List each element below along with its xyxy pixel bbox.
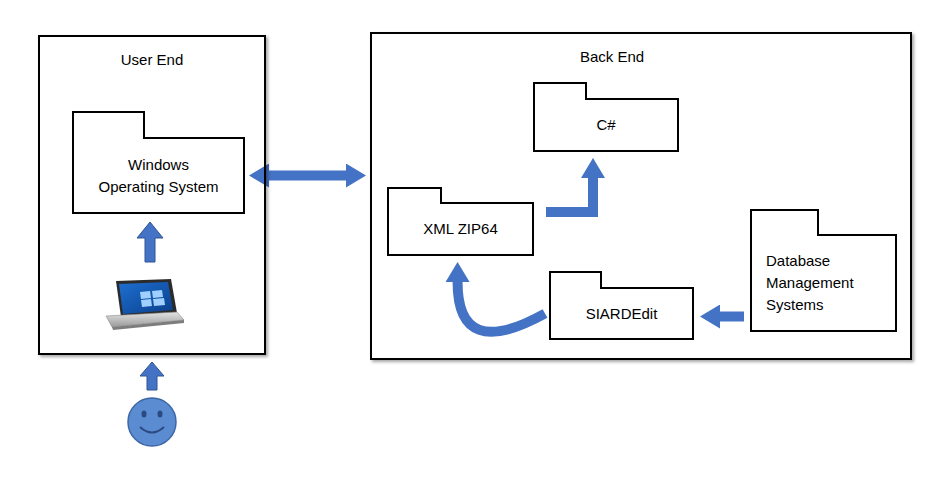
- block-arrow: [140, 362, 164, 390]
- user-smiley: [128, 398, 176, 446]
- package-tab: [533, 82, 587, 100]
- package-tab: [72, 111, 145, 139]
- package-label: XML ZIP64: [423, 218, 497, 240]
- package-box: XML ZIP64: [387, 202, 534, 256]
- block-arrow-connector: [546, 178, 593, 212]
- package-label: Windows Operating System: [95, 154, 223, 198]
- package-box: Windows Operating System: [72, 137, 245, 214]
- block-arrow-connector: [720, 312, 744, 322]
- laptop-icon: [106, 279, 184, 330]
- block-arrow: [137, 222, 163, 262]
- package-box: Database Management Systems: [750, 234, 897, 332]
- package-label: C#: [596, 114, 615, 136]
- package-label: SIARDEdit: [586, 303, 658, 325]
- package-box: C#: [533, 98, 679, 152]
- block-arrow-connector: [458, 282, 545, 332]
- tier-box: Back EndC# XML ZIP64SIARDEdit Database Man…: [370, 32, 912, 360]
- package-tab: [387, 187, 442, 204]
- tier-title: Back End: [372, 48, 910, 65]
- package-tab: [750, 209, 819, 236]
- block-arrow-connector: [269, 171, 346, 181]
- tier-title: User End: [40, 51, 264, 68]
- tier-box: User EndWindows Operating System: [38, 35, 266, 355]
- package-box: SIARDEdit: [549, 287, 694, 340]
- package-label: Database Management Systems: [766, 250, 885, 315]
- package-tab: [549, 271, 602, 289]
